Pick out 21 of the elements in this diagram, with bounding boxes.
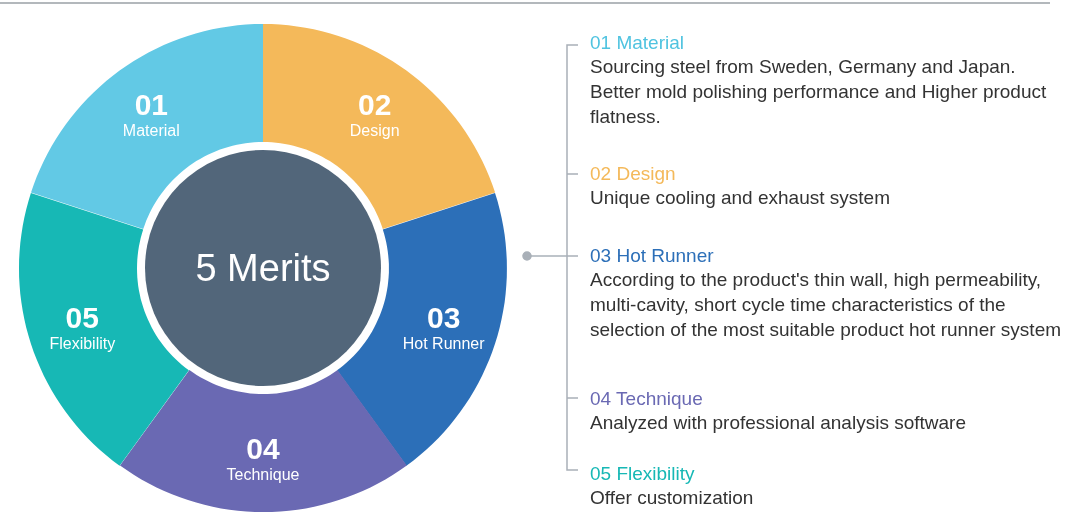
item-description: Unique cooling and exhaust system [590,186,891,210]
item-heading: 01 Material [590,32,685,54]
item-description: Offer customization [590,486,755,510]
segment-title: Flexibility [49,334,116,353]
item-description: Sourcing steel from Sweden, Germany and Japan. Better mold polishing performance and Higher product flatness. [590,55,1048,129]
segment-number: 02 [357,88,393,123]
segment-number: 05 [64,300,100,335]
segment-number: 04 [245,432,281,466]
item-description: According to the product's thin wall, high permeability, multi-cavity, short cycle time characteristics of the selection of the most suitable product hot runner system [590,268,1063,342]
segment-number: 01 [133,88,169,123]
item-heading: 05 Flexibility [590,463,696,485]
segment-number: 03 [426,300,462,335]
item-description: Analyzed with professional analysis software [590,411,967,435]
segment-title: Technique [226,466,300,484]
item-heading: 03 Hot Runner [590,245,715,267]
segment-title: Design [349,122,400,141]
segment-title: Hot Runner [402,334,485,353]
item-heading: 02 Design [590,163,677,185]
item-heading: 04 Technique [590,388,704,410]
segment-title: Material [122,122,180,141]
center-title: 5 Merits [195,246,331,290]
